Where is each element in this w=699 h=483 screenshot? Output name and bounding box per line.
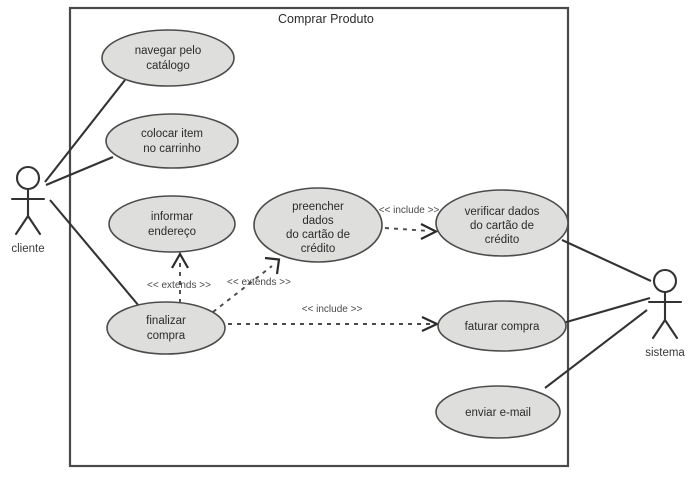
association-cliente-colocar	[45, 156, 114, 186]
use-case-navegar-pelo-catalogo[interactable]: navegar pelo catálogo	[101, 29, 235, 87]
label-include-faturar: << include >>	[302, 304, 363, 315]
use-case-label-line: crédito	[485, 234, 520, 246]
use-cases: navegar pelo catálogo colocar item no ca…	[101, 29, 569, 439]
use-case-label-line: enviar e-mail	[465, 407, 531, 419]
actor-leg-left-icon	[651, 318, 667, 340]
use-case-label-line: navegar pelo	[135, 45, 202, 57]
use-case-faturar-compra[interactable]: faturar compra	[437, 300, 567, 352]
use-case-ellipse[interactable]	[435, 385, 561, 439]
use-case-label-line: verificar dados	[465, 206, 540, 218]
dependency-include-cartao-line	[384, 227, 431, 232]
use-case-finalizar-compra[interactable]: finalizar compra	[106, 301, 226, 355]
use-case-label-line: preencher	[292, 201, 344, 213]
use-case-ellipse[interactable]	[108, 195, 236, 253]
use-case-ellipse[interactable]	[437, 300, 567, 352]
association-cliente-finalizar	[49, 199, 140, 307]
actor-leg-right-icon	[663, 318, 679, 340]
use-case-label-line: dados	[302, 215, 334, 227]
dependency-extends-cartao-line	[212, 265, 273, 313]
use-case-label-line: faturar compra	[465, 321, 540, 333]
actor-label-cliente: cliente	[11, 243, 44, 255]
use-case-label-line: colocar item	[141, 128, 203, 140]
dependency-extends-endereco-arrowhead	[171, 251, 189, 269]
use-case-ellipse[interactable]	[253, 187, 383, 263]
use-case-ellipse[interactable]	[101, 29, 235, 87]
association-verificar-sistema	[561, 239, 652, 282]
association-faturar-sistema	[562, 296, 651, 325]
actor-leg-left-icon	[14, 214, 30, 236]
actor-sistema[interactable]: sistema	[645, 268, 685, 359]
system-title: Comprar Produto	[278, 12, 374, 26]
use-case-ellipse[interactable]	[435, 189, 569, 257]
label-extends-cartao: << extends >>	[227, 277, 291, 288]
actor-head-icon	[15, 165, 41, 191]
use-case-preencher-dados-cartao[interactable]: preencher dados do cartão de crédito	[253, 187, 383, 263]
actor-head-icon	[652, 268, 678, 294]
dependency-include-faturar-arrowhead	[421, 316, 440, 332]
association-cliente-navegar	[44, 79, 126, 183]
actor-leg-right-icon	[26, 214, 42, 236]
dependency-extends-cartao-arrowhead	[264, 256, 281, 275]
use-case-colocar-item-no-carrinho[interactable]: colocar item no carrinho	[105, 113, 239, 169]
use-case-label-line: informar	[151, 211, 193, 223]
use-case-label-line: endereço	[148, 226, 196, 238]
dependency-labels: << include >> << include >> << extends >…	[147, 205, 439, 315]
use-case-ellipse[interactable]	[105, 113, 239, 169]
dependency-lines	[171, 223, 440, 332]
actor-cliente[interactable]: cliente	[10, 165, 46, 255]
label-extends-endereco: << extends >>	[147, 280, 211, 291]
use-case-label-line: catálogo	[146, 60, 189, 72]
dependency-include-cartao-arrowhead	[420, 223, 439, 240]
use-case-verificar-dados-cartao[interactable]: verificar dados do cartão de crédito	[435, 189, 569, 257]
actor-label-sistema: sistema	[645, 347, 685, 359]
use-case-enviar-email[interactable]: enviar e-mail	[435, 385, 561, 439]
use-case-label-line: finalizar	[146, 315, 186, 327]
use-case-label-line: compra	[147, 330, 186, 342]
use-case-label-line: crédito	[301, 243, 336, 255]
association-lines	[44, 79, 652, 389]
system-boundary-frame	[68, 6, 570, 468]
label-include-cartao: << include >>	[379, 205, 440, 216]
use-case-label-line: do cartão de	[286, 229, 350, 241]
use-case-informar-endereco[interactable]: informar endereço	[108, 195, 236, 253]
use-case-label-line: do cartão de	[470, 220, 534, 232]
use-case-label-line: no carrinho	[143, 143, 201, 155]
use-case-ellipse[interactable]	[106, 301, 226, 355]
association-enviar-sistema	[544, 309, 648, 389]
